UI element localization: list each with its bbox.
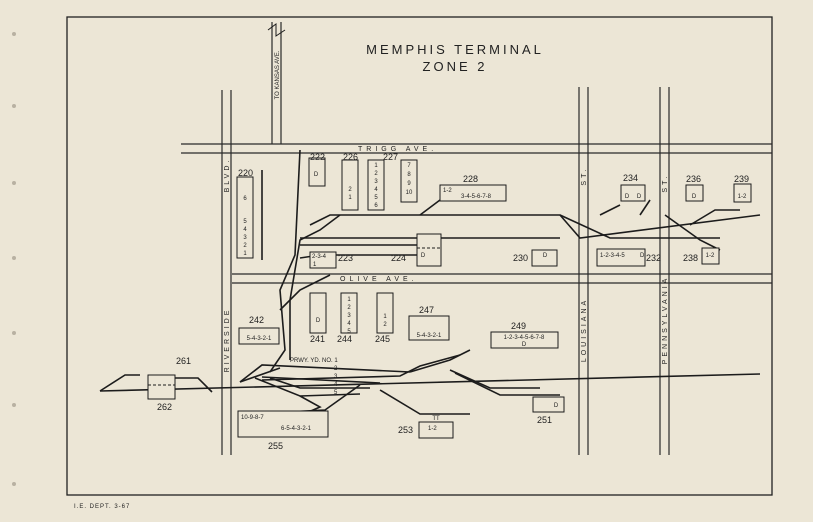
parkway-yard-label: PRWY. YD. NO. 1 [290,358,338,364]
track-227-4: 4 [374,187,378,193]
track-223-1: 1 [313,262,317,268]
zone-223: 223 [338,253,353,263]
yard-track-5: 5 [334,390,338,396]
track-226-1: 1 [348,195,352,201]
track-255-6-1: 6-5-4-3-2-1 [281,426,312,432]
yard-track-2: 2 [334,366,338,372]
track-242: 5-4-3-2-1 [247,336,272,342]
track-223-2-3-4: 2-3-4 [312,254,327,260]
track-220-1: 1 [243,251,247,257]
olive-ave-label: OLIVE AVE. [340,276,418,283]
zone-226: 226 [343,152,358,162]
track-222-d: D [314,172,319,178]
track-228-1-2: 1-2 [443,188,452,194]
track-253-tt: TT [432,416,440,422]
track-251-d: D [554,403,559,409]
track-255-10-7: 10-9-8-7 [241,415,264,421]
zone-261: 261 [176,356,191,366]
track-226-2: 2 [348,187,352,193]
track-232-d: D [640,253,645,259]
track-220-5: 5 [243,219,247,225]
zone-230: 230 [513,253,528,263]
track-244-3: 3 [347,313,351,319]
binder-holes [12,32,16,486]
zone-236: 236 [686,174,701,184]
track-227-2: 2 [374,171,378,177]
zone-234: 234 [623,173,638,183]
zone-255: 255 [268,441,283,451]
kansas-ave-label: TO KANSAS AVE. [275,50,281,99]
track-224-d: D [421,253,426,259]
track-247: 5-4-3-2-1 [417,333,442,339]
map-title-line2: ZONE 2 [423,59,488,74]
track-234-d1: D [625,194,630,200]
zone-228: 228 [463,174,478,184]
zone-253: 253 [398,425,413,435]
zone-242: 242 [249,315,264,325]
zone-222: 222 [310,152,325,162]
pennsylvania-label: PENNSYLVANIA [662,276,669,365]
zone-239: 239 [734,174,749,184]
track-227-6: 6 [374,203,378,209]
track-245-2: 2 [383,322,387,328]
track-236-d: D [692,194,697,200]
zone-238: 238 [683,253,698,263]
track-227-7: 7 [407,163,411,169]
zone-227: 227 [383,152,398,162]
railroad-tracks [99,149,761,421]
zone-247: 247 [419,305,434,315]
zone-249: 249 [511,321,526,331]
track-253-1-2: 1-2 [428,426,437,432]
zone-boxes [147,157,752,439]
track-244-2: 2 [347,305,351,311]
track-239: 1-2 [738,194,747,200]
riverside-label: RIVERSIDE [224,308,231,373]
zone-245: 245 [375,334,390,344]
track-220-3: 3 [243,235,247,241]
zone-251: 251 [537,415,552,425]
yard-track-3: 3 [334,374,338,380]
department-stamp: I.E. DEPT. 3-67 [74,504,130,510]
track-249-d: D [522,342,527,348]
track-232: 1-2-3-4-5 [600,253,625,259]
track-220-4: 4 [243,227,247,233]
st-label-1: ST. [581,166,588,185]
track-227-3: 3 [374,179,378,185]
track-227-10: 10 [406,190,413,196]
zone-241: 241 [310,334,325,344]
map-title-line1: MEMPHIS TERMINAL [366,42,544,57]
blvd-label: BLVD. [224,158,231,193]
zone-262: 262 [157,402,172,412]
track-227-1: 1 [374,163,378,169]
zone-232: 232 [646,253,661,263]
st-label-2: ST. [662,173,669,192]
track-249: 1-2-3-4-5-6-7-8 [504,335,545,341]
track-244-4: 4 [347,321,351,327]
track-227-8: 8 [407,172,411,178]
louisiana-label: LOUISIANA [581,298,588,362]
zone-220: 220 [238,168,253,178]
track-245-1: 1 [383,314,387,320]
track-230-d: D [543,253,548,259]
zone-224: 224 [391,253,406,263]
map-frame [66,16,773,496]
track-244-5: 5 [347,329,351,335]
streets [181,22,772,455]
trigg-ave-label: TRIGG AVE. [358,146,437,153]
yard-track-4: 4 [334,382,338,388]
track-228-3-8: 3-4-5-6-7-8 [461,194,492,200]
track-227-9: 9 [407,181,411,187]
zone-244: 244 [337,334,352,344]
track-220-2: 2 [243,243,247,249]
track-244-1: 1 [347,297,351,303]
track-220-6: 6 [243,196,247,202]
track-227-5: 5 [374,195,378,201]
track-234-d2: D [637,194,642,200]
track-241-d: D [316,318,321,324]
track-238: 1-2 [706,253,715,259]
